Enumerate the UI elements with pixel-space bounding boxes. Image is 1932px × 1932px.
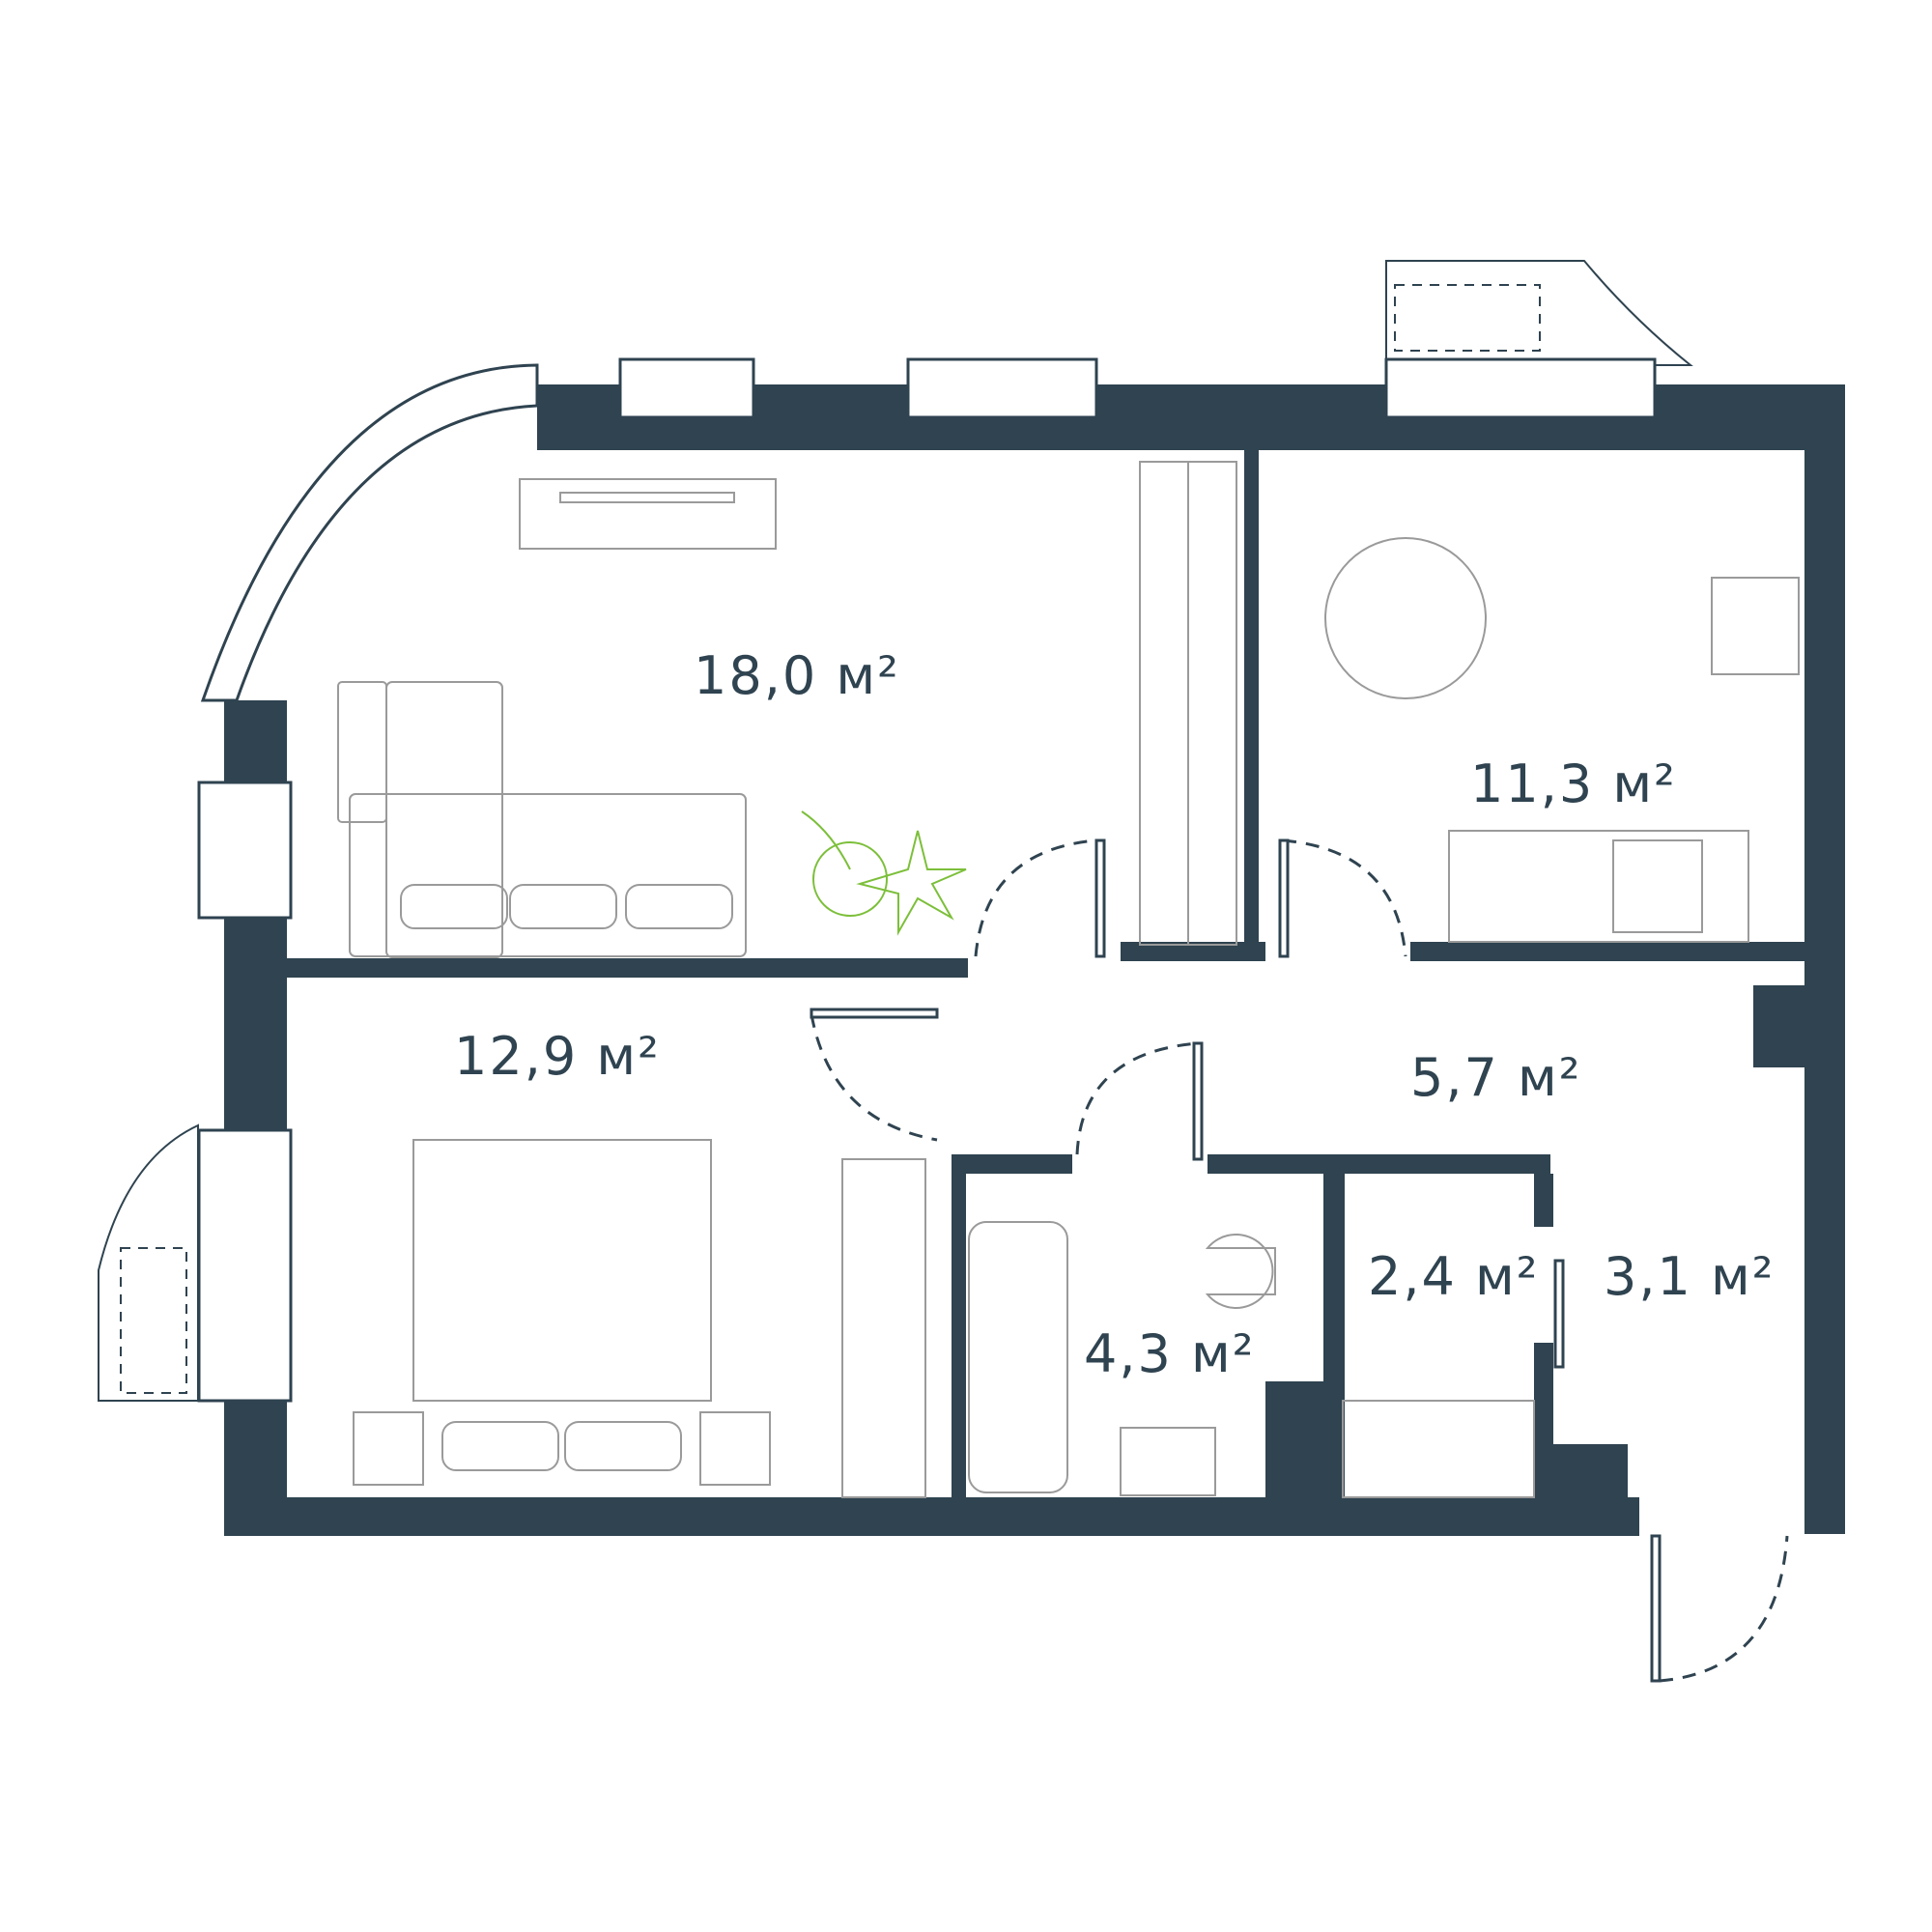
area-label-bathroom: 4,3 м² xyxy=(1084,1323,1256,1384)
area-label-wardrobe: 2,4 м² xyxy=(1368,1246,1540,1307)
area-label-entrance: 3,1 м² xyxy=(1604,1246,1776,1307)
door-swings xyxy=(810,838,1789,1683)
area-label-bedroom: 12,9 м² xyxy=(454,1026,661,1087)
area-label-hallway: 5,7 м² xyxy=(1410,1047,1582,1108)
area-label-living-room: 18,0 м² xyxy=(694,645,900,706)
plant-icon xyxy=(801,810,967,936)
bay-window xyxy=(200,363,539,702)
walls xyxy=(224,384,1845,1536)
area-label-kitchen: 11,3 м² xyxy=(1470,753,1677,814)
furniture xyxy=(337,461,1800,1498)
windows xyxy=(197,357,1657,1403)
balcony-top xyxy=(1385,260,1693,366)
door-leaves xyxy=(810,838,1662,1683)
balcony-left xyxy=(98,1123,199,1402)
